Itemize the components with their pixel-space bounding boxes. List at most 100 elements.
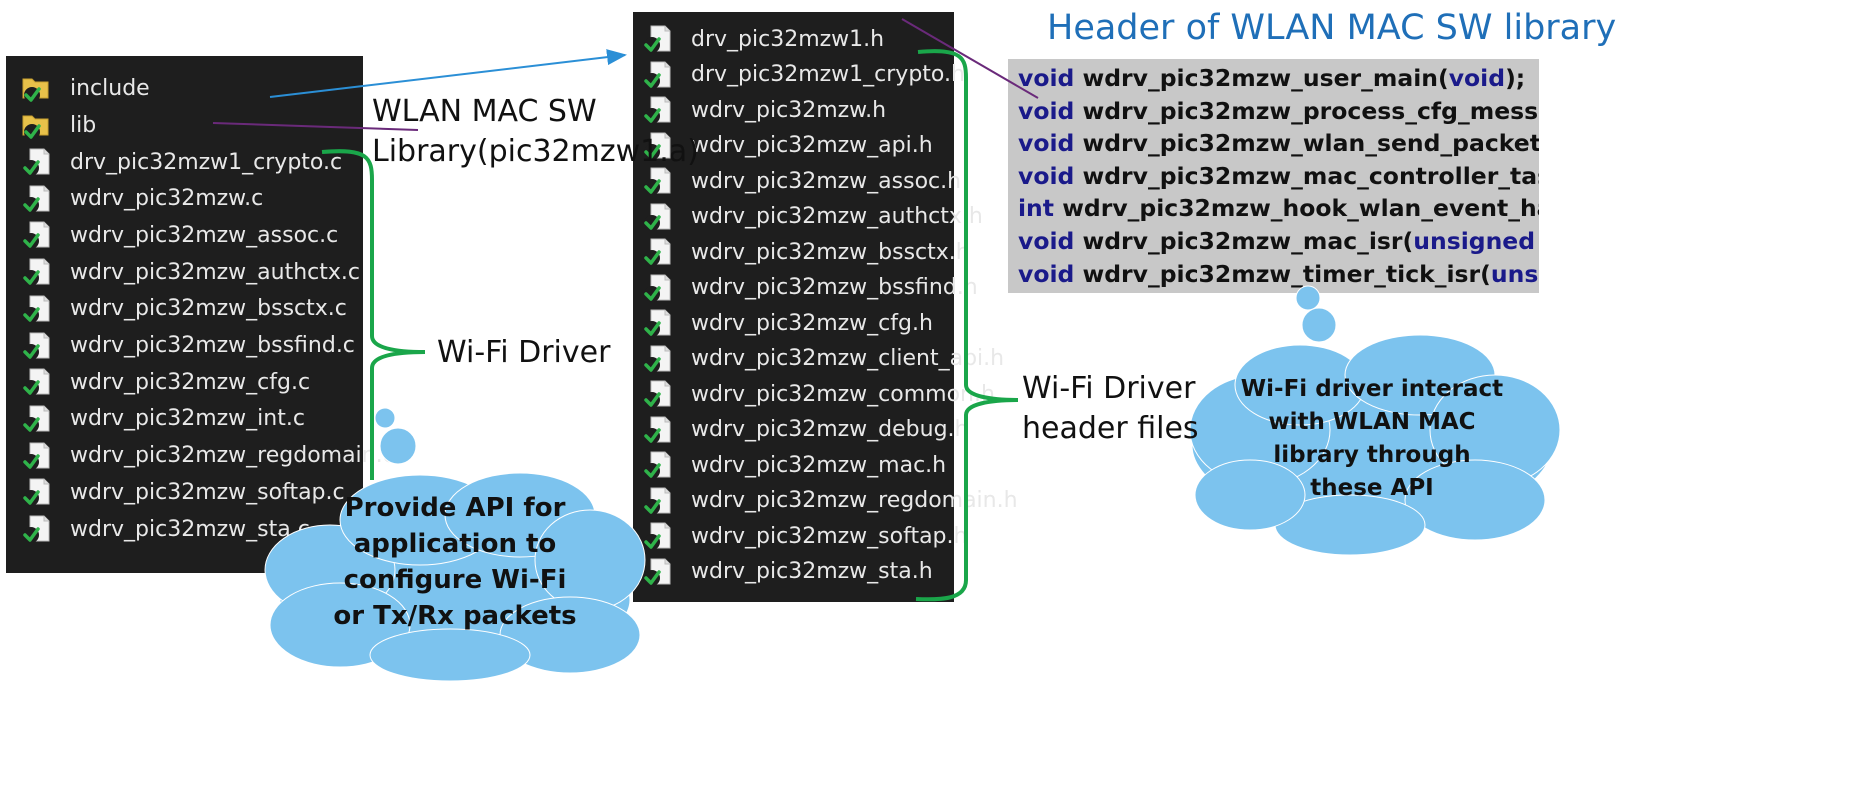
file-item[interactable]: wdrv_pic32mzw_bssfind.h	[641, 270, 978, 306]
folder-checked-icon	[22, 115, 49, 140]
file-item[interactable]: wdrv_pic32mzw_regdomain.c	[20, 438, 395, 474]
file-item[interactable]: wdrv_pic32mzw_bssfind.c	[20, 328, 355, 364]
code-name: wdrv_pic32mzw_hook_wlan_event_handle(	[1062, 194, 1539, 223]
lib-to-library-line	[212, 122, 419, 131]
file-name: wdrv_pic32mzw.c	[70, 186, 264, 212]
file-item[interactable]: wdrv_pic32mzw_authctx.h	[641, 199, 983, 235]
file-name: wdrv_pic32mzw_regdomain.c	[70, 443, 395, 469]
file-item[interactable]: wdrv_pic32mzw_softap.c	[20, 474, 345, 510]
code-line: void wdrv_pic32mzw_mac_isr(unsigned int …	[1018, 222, 1539, 260]
file-checked-icon	[644, 25, 671, 53]
file-name: wdrv_pic32mzw_regdomain.h	[691, 488, 1018, 513]
code-line: void wdrv_pic32mzw_timer_tick_isr(unsign…	[1018, 255, 1539, 293]
code-param: void	[1448, 64, 1506, 92]
file-item[interactable]: wdrv_pic32mzw.c	[20, 181, 263, 217]
include-to-header-arrow	[269, 49, 627, 98]
file-item[interactable]: drv_pic32mzw1.h	[641, 21, 884, 57]
file-item[interactable]: wdrv_pic32mzw_cfg.h	[641, 305, 933, 341]
file-item[interactable]: wdrv_pic32mzw_mac.h	[641, 447, 946, 483]
file-name: wdrv_pic32mzw_bssctx.h	[691, 239, 970, 265]
file-name: drv_pic32mzw1_crypto.h	[691, 62, 965, 87]
file-item[interactable]: wdrv_pic32mzw_api.h	[641, 128, 933, 164]
file-checked-icon	[23, 295, 50, 323]
code-name: wdrv_pic32mzw_mac_controller_task(	[1074, 161, 1539, 190]
file-item[interactable]: wdrv_pic32mzw_assoc.c	[20, 217, 338, 253]
wifi-driver-headers-line2: header files	[1022, 411, 1199, 446]
file-item[interactable]: wdrv_pic32mzw_int.c	[20, 401, 305, 437]
code-name: wdrv_pic32mzw_mac_isr(	[1074, 227, 1414, 255]
file-item[interactable]: wdrv_pic32mzw_common.h	[641, 376, 995, 412]
file-checked-icon	[644, 558, 671, 586]
file-item[interactable]: drv_pic32mzw1_crypto.h	[641, 57, 965, 93]
file-name: drv_pic32mzw1.h	[691, 26, 885, 52]
code-tail: );	[1505, 64, 1526, 92]
file-item[interactable]: wdrv_pic32mzw_assoc.h	[641, 163, 961, 199]
left-cloud	[264, 407, 646, 682]
folder-name: lib	[70, 112, 97, 138]
file-name: wdrv_pic32mzw_debug.h	[691, 417, 969, 442]
file-checked-icon	[23, 368, 50, 397]
left-cloud-line-1: Provide API for	[344, 493, 566, 523]
file-item[interactable]: wdrv_pic32mzw_regdomain.h	[641, 483, 1018, 519]
file-checked-icon	[644, 309, 671, 337]
file-checked-icon	[23, 258, 50, 287]
file-item[interactable]: wdrv_pic32mzw_sta.c	[20, 511, 310, 547]
wlan-library-label-line1: WLAN MAC SW	[372, 94, 597, 129]
code-ret: void	[1018, 227, 1075, 255]
code-line: void wdrv_pic32mzw_user_main(void);	[1018, 59, 1525, 97]
file-checked-icon	[644, 380, 671, 408]
code-ret: void	[1018, 129, 1075, 158]
code-ret: void	[1018, 161, 1075, 190]
file-checked-icon	[644, 238, 671, 266]
right-cloud	[1189, 285, 1561, 556]
folder-name: include	[70, 75, 150, 101]
file-item[interactable]: wdrv_pic32mzw_debug.h	[641, 412, 968, 448]
file-name: wdrv_pic32mzw_int.c	[70, 406, 305, 432]
folder-item[interactable]: include	[20, 70, 150, 106]
header-files-brace	[915, 49, 1019, 602]
file-checked-icon	[23, 185, 50, 213]
right-cloud-line-2: with WLAN MAC	[1268, 409, 1476, 435]
file-item[interactable]: wdrv_pic32mzw_client_api.h	[641, 341, 1004, 377]
code-ret: void	[1018, 259, 1075, 288]
file-item[interactable]: wdrv_pic32mzw_sta.h	[641, 554, 933, 590]
file-name: wdrv_pic32mzw_authctx.h	[691, 204, 983, 229]
file-item[interactable]: wdrv_pic32mzw_cfg.c	[20, 364, 310, 400]
file-name: wdrv_pic32mzw_assoc.c	[70, 222, 339, 248]
file-item[interactable]: wdrv_pic32mzw_bssctx.c	[20, 291, 347, 327]
file-name: wdrv_pic32mzw_softap.h	[691, 523, 968, 549]
file-checked-icon	[644, 522, 671, 550]
folder-item[interactable]: lib	[20, 107, 96, 143]
file-item[interactable]: wdrv_pic32mzw_softap.h	[641, 518, 967, 554]
source-files-panel: include lib drv_pic32mzw1_crypto.c wdrv_pic…	[6, 56, 395, 573]
left-cloud-line-2: application to	[353, 529, 557, 559]
file-item[interactable]: wdrv_pic32mzw_authctx.c	[20, 254, 360, 290]
file-name: wdrv_pic32mzw_bssfind.c	[70, 333, 355, 358]
file-checked-icon	[23, 332, 50, 360]
right-cloud-line-4: these API	[1310, 475, 1434, 501]
right-cloud-line-1: Wi-Fi driver interact	[1240, 376, 1504, 402]
left-cloud-text: Provide API for application to configure…	[300, 490, 610, 634]
wifi-driver-headers-label: Wi-Fi Driver header files	[1022, 369, 1199, 449]
wifi-driver-headers-line1: Wi-Fi Driver	[1022, 371, 1196, 406]
right-cloud-text: Wi-Fi driver interact with WLAN MAC libr…	[1212, 373, 1532, 505]
code-line: void wdrv_pic32mzw_process_cfg_message(u…	[1018, 92, 1539, 130]
file-checked-icon	[23, 221, 50, 250]
file-name: wdrv_pic32mzw_common.h	[691, 381, 995, 407]
code-name: wdrv_pic32mzw_process_cfg_message(	[1082, 96, 1539, 125]
file-item[interactable]: drv_pic32mzw1_crypto.c	[20, 144, 342, 180]
code-name: wdrv_pic32mzw_user_main(	[1074, 64, 1449, 92]
file-item[interactable]: wdrv_pic32mzw.h	[641, 92, 886, 128]
file-item[interactable]: wdrv_pic32mzw_bssctx.h	[641, 234, 970, 270]
file-checked-icon	[644, 203, 671, 231]
file-name: wdrv_pic32mzw.h	[691, 97, 887, 123]
file-checked-icon	[23, 442, 50, 470]
library-header-title: Header of WLAN MAC SW library	[1047, 8, 1617, 48]
file-name: wdrv_pic32mzw_mac.h	[691, 452, 947, 478]
file-name: wdrv_pic32mzw_cfg.h	[691, 310, 933, 336]
file-checked-icon	[23, 405, 50, 433]
wifi-driver-label: Wi-Fi Driver	[437, 335, 611, 370]
file-checked-icon	[644, 132, 671, 160]
file-checked-icon	[644, 61, 671, 89]
